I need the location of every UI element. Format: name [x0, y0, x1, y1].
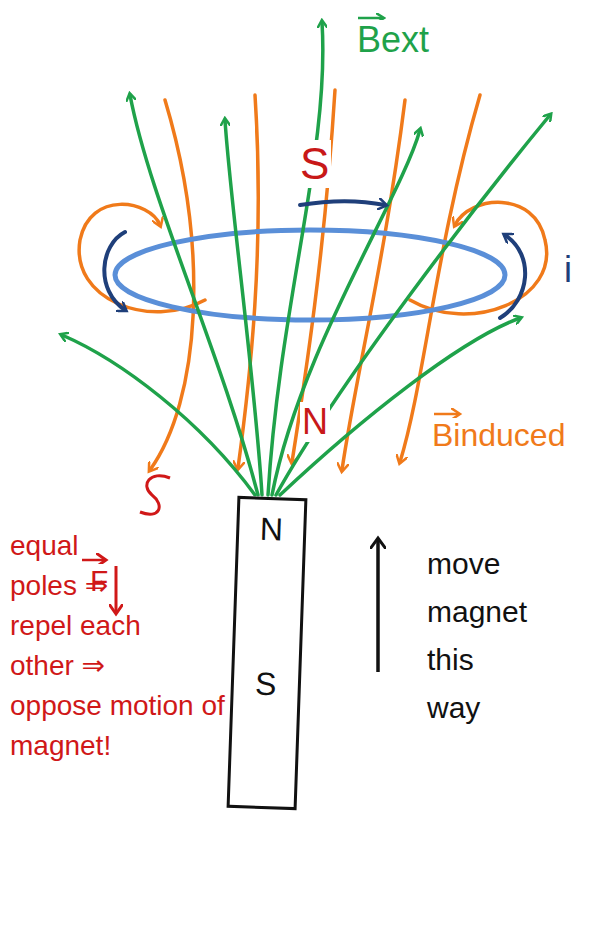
vector-arrow [358, 17, 382, 20]
note-text: move magnet this way [425, 540, 535, 732]
vector-arrow [82, 559, 104, 562]
pole-label: N [239, 511, 304, 548]
induced-field-lines [79, 90, 547, 470]
motion-arrow [376, 540, 380, 672]
pole-label: N [300, 402, 330, 442]
current-label: i [562, 250, 574, 290]
field-label: Bext [355, 20, 431, 60]
pole-mark [140, 476, 170, 515]
bar-magnet: NS [227, 496, 308, 810]
pole-label: S [298, 140, 331, 188]
vector-arrow [434, 413, 458, 416]
force-arrow [115, 566, 118, 612]
pole-label: S [233, 666, 298, 703]
current-arrows [104, 201, 525, 318]
note-text: equal poles ⇒ repel each other ⇒ oppose … [8, 526, 252, 766]
field-label: Binduced [430, 418, 567, 453]
